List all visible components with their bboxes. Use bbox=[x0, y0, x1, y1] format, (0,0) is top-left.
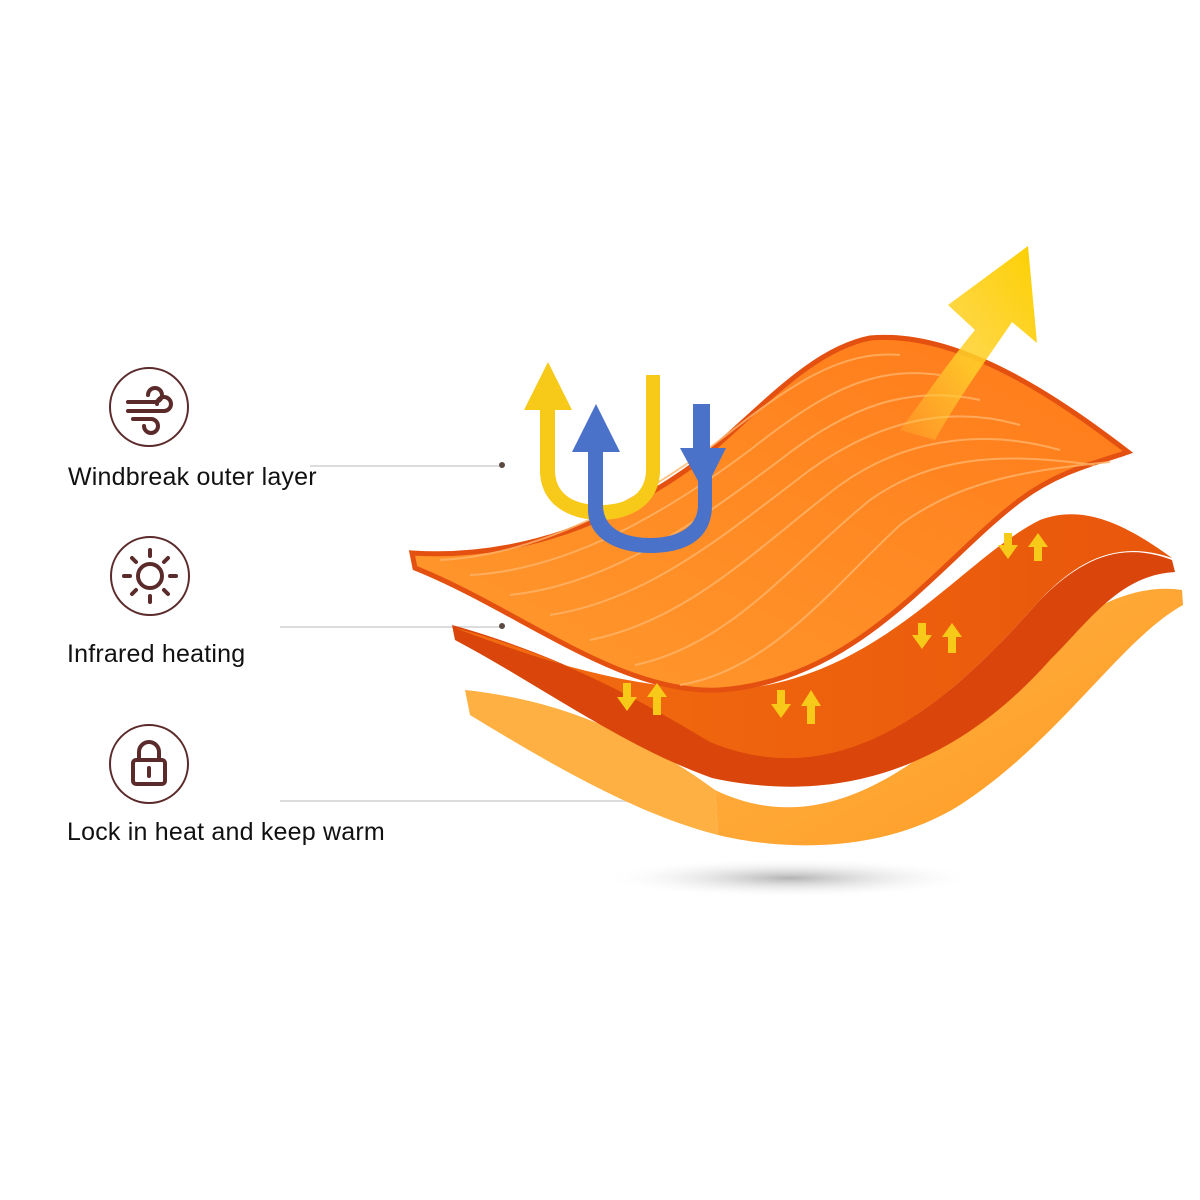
infrared-label: Infrared heating bbox=[67, 640, 246, 668]
lock-icon-circle bbox=[109, 724, 189, 804]
blue-down-arrow bbox=[680, 404, 726, 492]
lock-leader-line bbox=[280, 800, 710, 802]
windbreak-label: Windbreak outer layer bbox=[68, 463, 317, 491]
infrared-icon-circle bbox=[110, 536, 190, 616]
wind-icon bbox=[126, 386, 173, 435]
infrared-leader-line bbox=[280, 626, 502, 628]
outer-layer-stripes bbox=[439, 353, 1111, 686]
infrared-leader-dot bbox=[499, 623, 505, 629]
blue-u-arrow bbox=[588, 450, 712, 553]
lock-icon bbox=[131, 740, 167, 786]
ground-shadow bbox=[600, 858, 980, 898]
heat-escape-arrow bbox=[900, 246, 1037, 440]
lock-label: Lock in heat and keep warm bbox=[67, 818, 385, 846]
inner-layer bbox=[465, 690, 718, 835]
small-arrow-pairs bbox=[617, 533, 1048, 724]
windbreak-leader-dot bbox=[499, 462, 505, 468]
inner-layer-body bbox=[715, 588, 1183, 846]
windbreak-icon-circle bbox=[109, 367, 189, 447]
yellow-u-arrow bbox=[540, 375, 660, 520]
windbreak-leader-line bbox=[310, 465, 500, 467]
middle-layer bbox=[452, 552, 1175, 787]
blue-u-arrowhead-up bbox=[572, 404, 620, 452]
yellow-u-arrowhead bbox=[524, 362, 572, 410]
sun-icon bbox=[122, 548, 178, 604]
